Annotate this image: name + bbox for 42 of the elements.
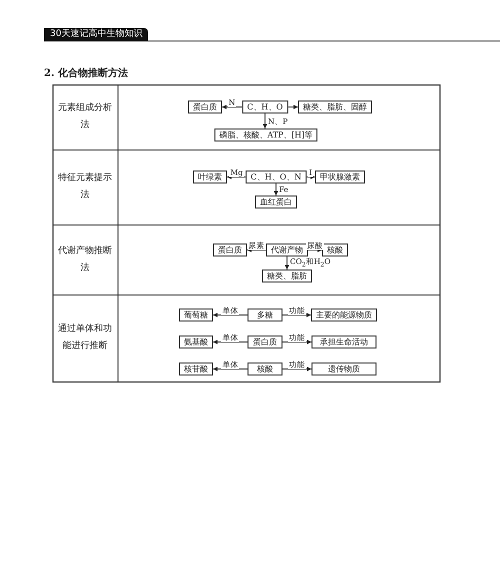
arrow [222, 104, 243, 110]
arrow [246, 248, 266, 252]
arrow [212, 312, 248, 318]
node-box: 甲状腺激素 [315, 170, 365, 184]
header-tab: 30天速记高中生物知识 [44, 28, 148, 41]
node-box: 承担生命活动 [312, 336, 376, 348]
arrow [212, 340, 248, 344]
section-title: 2. 化合物推断方法 [44, 66, 128, 80]
row-heading: 通过单体和功能进行推断 [57, 322, 113, 353]
node-box: 遗传物质 [312, 362, 376, 376]
node-box: 叶绿素 [193, 170, 227, 184]
arrow [274, 183, 278, 196]
node-box: 蛋白质 [213, 244, 247, 256]
node-box: 核酸 [322, 244, 348, 256]
node-box: C、H、O、N [246, 170, 306, 184]
node-box: 核苷酸 [179, 362, 213, 376]
node-box: 多糖 [248, 308, 282, 322]
node-box: 蛋白质 [248, 336, 282, 348]
node-box: C、H、O [242, 100, 288, 114]
arrow [282, 312, 312, 318]
node-box: 代谢产物 [266, 244, 308, 256]
arrow [282, 340, 312, 344]
node-box: 糖类、脂肪 [262, 270, 312, 282]
node-box: 糖类、脂肪、固醇 [298, 100, 372, 114]
node-box: 葡萄糖 [179, 308, 213, 322]
node-box: 蛋白质 [188, 100, 222, 114]
row-heading: 代谢产物推断法 [57, 244, 113, 275]
arrow [226, 174, 246, 180]
row-heading: 特征元素提示法 [57, 172, 113, 202]
node-box: 核酸 [248, 362, 282, 376]
arrow [308, 248, 322, 252]
arrow [284, 256, 290, 270]
node-box: 主要的能源物质 [311, 308, 377, 322]
node-box: 氨基酸 [179, 336, 213, 348]
arrow [287, 104, 298, 110]
row-heading: 元素组成分析法 [57, 102, 113, 132]
node-box: 磷脂、核酸、ATP、[H]等 [214, 128, 318, 142]
arrow [306, 174, 316, 180]
node-box: 血红蛋白 [255, 196, 297, 208]
arrow [212, 366, 248, 372]
arrow [282, 366, 312, 372]
arrow [262, 113, 268, 129]
